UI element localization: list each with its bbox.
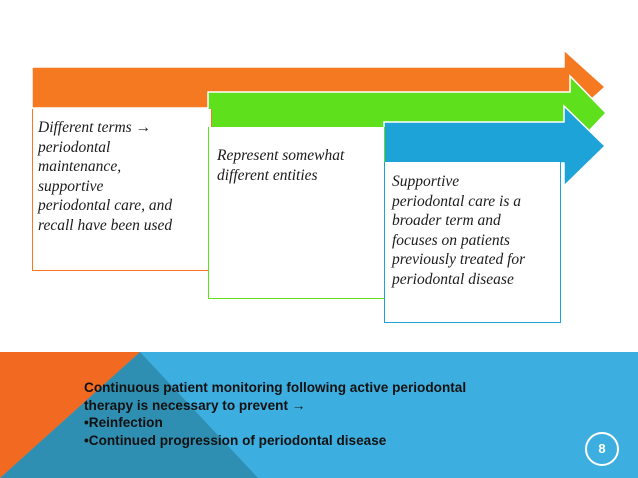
text-box-terms xyxy=(32,109,212,271)
terms-text: Different terms → periodontal maintenanc… xyxy=(38,119,173,234)
page-number: 8 xyxy=(598,441,606,456)
text-box-entities xyxy=(208,127,385,299)
footer-orange-shape xyxy=(0,352,140,478)
footer-band xyxy=(0,352,638,478)
page-number-badge: 8 xyxy=(585,432,619,466)
text-box-supportive xyxy=(384,162,561,323)
footer-text: Continuous patient monitoring following … xyxy=(84,380,467,448)
footer-steel-shape xyxy=(0,352,258,478)
entities-text: Represent somewhat different entities xyxy=(217,147,345,184)
supportive-text: Supportive periodontal care is a broader… xyxy=(392,173,526,288)
